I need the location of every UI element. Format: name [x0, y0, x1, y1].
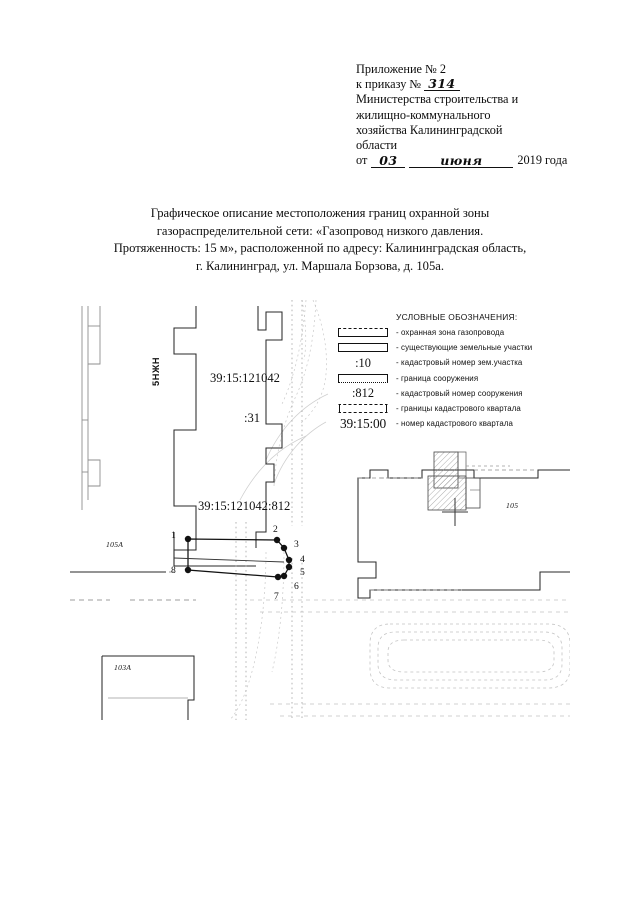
- vertex-label-6: 6: [294, 581, 299, 592]
- legend-row-quarter-number: 39:15:00 - номер кадастрового квартала: [334, 416, 580, 431]
- document-header: Приложение № 2 к приказу № 314 Министерс…: [356, 62, 606, 169]
- legend-label-quarter-number: - номер кадастрового квартала: [396, 419, 514, 429]
- gas-protection-zone-polygon: [173, 538, 290, 578]
- header-date-month-handwritten: июня: [409, 154, 514, 169]
- header-date-day-handwritten: 03: [371, 154, 406, 169]
- legend-key-parcel-number: :10: [334, 355, 392, 370]
- legend-key-gas-zone: [334, 325, 392, 340]
- header-date-line: от 03 июня 2019 года: [356, 153, 606, 169]
- vertex-label-5: 5: [300, 567, 305, 578]
- legend-key-quarter-number: 39:15:00: [334, 416, 392, 431]
- legend-row-structure-border: - граница сооружения: [334, 371, 580, 386]
- label-block-vertical: 5НЖН: [151, 356, 161, 386]
- legend-label-structure-border: - граница сооружения: [396, 373, 479, 383]
- map-legend: УСЛОВНЫЕ ОБОЗНАЧЕНИЯ: - охранная зона га…: [334, 312, 580, 431]
- right-building-dashed-edges: [358, 469, 538, 591]
- header-order-line: к приказу № 314: [356, 77, 606, 92]
- ghost-contours: [229, 300, 327, 720]
- label-structure-cadastral: 39:15:121042:812: [198, 499, 291, 513]
- legend-key-quarter-border: [334, 401, 392, 416]
- header-ministry-line-2: жилищно-коммунального: [356, 107, 491, 122]
- swatch-quarter-border-icon: [338, 404, 388, 414]
- legend-label-quarter-border: - границы кадастрового квартала: [396, 404, 521, 414]
- legend-sample-structure-number: :812: [351, 386, 375, 401]
- left-building-outline-right: [255, 306, 283, 548]
- legend-title: УСЛОВНЫЕ ОБОЗНАЧЕНИЯ:: [396, 312, 518, 322]
- header-date-prefix: от: [356, 153, 368, 168]
- header-ministry-line-4: области: [356, 138, 398, 153]
- vertex-label-2: 2: [273, 524, 278, 535]
- swatch-parcel-icon: [338, 343, 388, 353]
- header-order-number-handwritten: 314: [424, 77, 460, 92]
- building-105-hatched-blocks: [427, 451, 510, 511]
- legend-label-parcels: - существующие земельные участки: [396, 343, 533, 353]
- survey-crosshair-icon: [442, 498, 468, 526]
- vertex-label-3: 3: [294, 539, 299, 550]
- legend-sample-parcel-number: :10: [355, 355, 371, 370]
- legend-row-gas-zone: - охранная зона газопровода: [334, 325, 580, 340]
- ghost-curve-right: [239, 393, 329, 501]
- document-title: Графическое описание местоположения гран…: [64, 205, 576, 275]
- header-ministry-line-1: Министерства строительства и: [356, 92, 519, 107]
- legend-key-structure-border: [334, 371, 392, 386]
- header-appendix-line: Приложение № 2: [356, 62, 447, 76]
- label-house-103a: 103А: [114, 663, 132, 672]
- house-103a-outline: [101, 655, 195, 720]
- ghost-bottom-lines: [250, 599, 570, 717]
- cadastral-quarter-boundary: [235, 300, 303, 720]
- legend-key-parcels: [334, 340, 392, 355]
- vertex-label-4: 4: [300, 554, 305, 565]
- legend-label-parcel-number: - кадастровый номер зем.участка: [396, 358, 523, 368]
- left-building-outline: [173, 306, 197, 566]
- title-line-1: Графическое описание местоположения гран…: [150, 206, 490, 220]
- legend-sample-quarter-number: 39:15:00: [339, 416, 386, 432]
- label-house-105: 105: [506, 501, 519, 510]
- header-ministry-line-3: хозяйства Калининградской: [356, 122, 503, 137]
- header-date-year: 2019 года: [517, 153, 568, 168]
- title-line-2: газораспределительной сети: «Газопровод …: [156, 223, 484, 238]
- vertex-label-8: 8: [171, 565, 176, 576]
- legend-key-structure-number: :812: [334, 386, 392, 401]
- legend-label-structure-number: - кадастровый номер сооружения: [396, 388, 523, 398]
- legend-row-parcel-number: :10 - кадастровый номер зем.участка: [334, 355, 580, 370]
- swatch-structure-border-icon: [338, 373, 388, 383]
- label-house-105a: 105А: [106, 540, 124, 549]
- legend-row-structure-number: :812 - кадастровый номер сооружения: [334, 386, 580, 401]
- swatch-gas-zone-icon: [338, 328, 388, 338]
- title-line-3: Протяженность: 15 м», расположенной по а…: [113, 241, 527, 256]
- ghost-stadium-shape: [369, 623, 570, 689]
- vertex-label-7: 7: [274, 591, 279, 602]
- legend-row-parcels: - существующие земельные участки: [334, 340, 580, 355]
- cadastral-map: 1 2 3 4 5 6 7 8 39:15:121042 :31 39:15:1…: [70, 300, 570, 720]
- polygon-vertex-dots: [184, 535, 293, 581]
- legend-row-quarter-border: - границы кадастрового квартала: [334, 401, 580, 416]
- left-building-ghost-outline: [81, 306, 101, 510]
- label-quarter-cadastral: 39:15:121042: [210, 371, 280, 385]
- vertex-label-1: 1: [171, 530, 176, 541]
- header-order-prefix: к приказу №: [356, 77, 425, 92]
- parcel-dashed-boundary-left: [70, 571, 196, 601]
- legend-label-gas-zone: - охранная зона газопровода: [396, 328, 505, 338]
- title-line-4: г. Калининград, ул. Маршала Борзова, д. …: [196, 258, 444, 273]
- label-parcel-number: :31: [244, 411, 261, 425]
- map-drawing: [70, 300, 570, 720]
